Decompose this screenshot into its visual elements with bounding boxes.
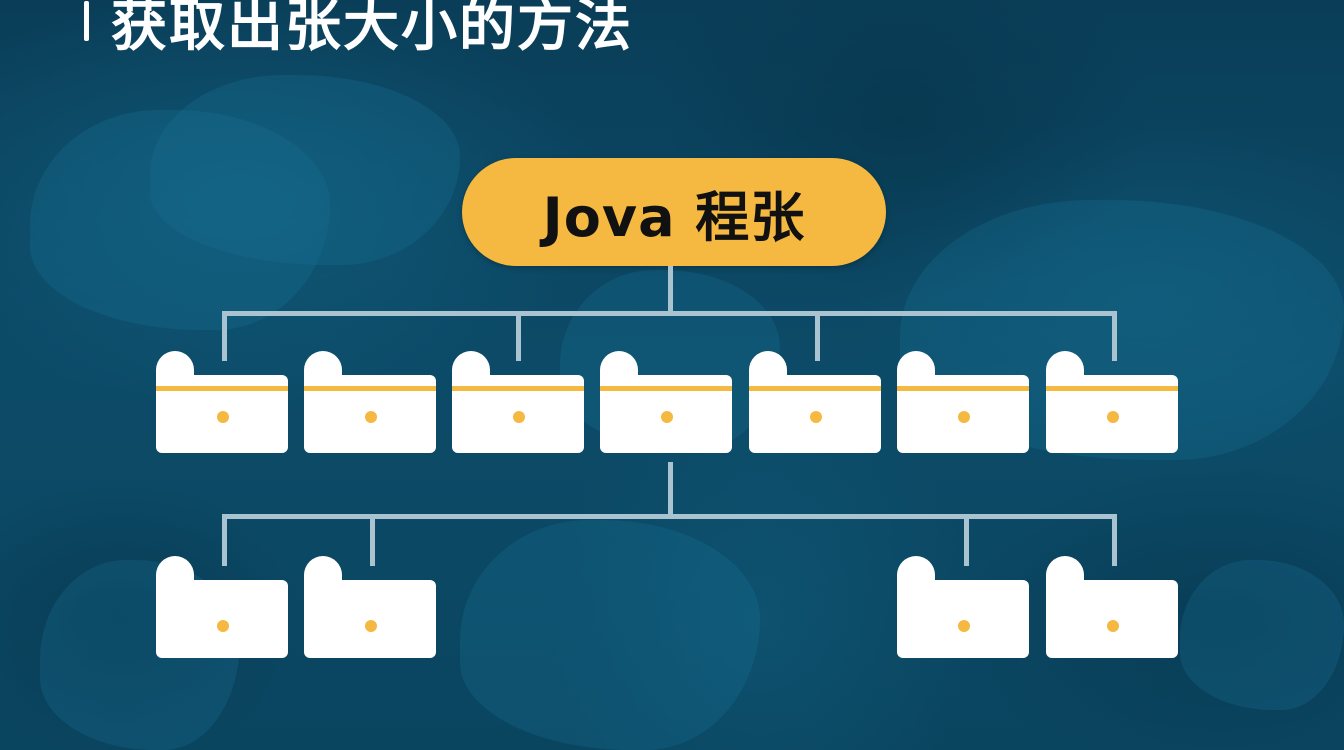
map-landmass-greenland — [150, 75, 460, 265]
map-landmass-africa — [460, 520, 760, 750]
folder-icon — [452, 351, 584, 453]
connector-drop — [815, 311, 820, 361]
map-landmass-oceania — [1180, 560, 1344, 710]
folder-icon — [897, 556, 1029, 658]
connector-drop — [1112, 311, 1117, 361]
root-node: Jova 程张 — [462, 158, 886, 266]
folder-icon — [1046, 556, 1178, 658]
connector-drop — [222, 311, 227, 361]
folder-icon — [156, 351, 288, 453]
connector-drop — [370, 514, 375, 566]
folder-icon — [156, 556, 288, 658]
root-node-label: Jova 程张 — [542, 185, 806, 249]
connector-root-trunk — [668, 266, 673, 314]
folder-icon — [749, 351, 881, 453]
folder-icon — [304, 556, 436, 658]
map-landmass-north-america — [30, 110, 330, 330]
folder-icon — [1046, 351, 1178, 453]
folder-icon — [897, 351, 1029, 453]
connector-drop — [964, 514, 969, 566]
connector-level2-bus — [222, 514, 1117, 519]
connector-level2-trunk — [668, 462, 673, 517]
connector-level1-bus — [222, 311, 1117, 316]
page-title: 获取出张大小的方法 — [84, 0, 633, 59]
title-accent-bar — [84, 1, 89, 41]
folder-icon — [600, 351, 732, 453]
folder-icon — [304, 351, 436, 453]
connector-drop — [1112, 514, 1117, 566]
connector-drop — [516, 311, 521, 361]
connector-drop — [222, 514, 227, 566]
title-text: 获取出张大小的方法 — [111, 0, 633, 59]
